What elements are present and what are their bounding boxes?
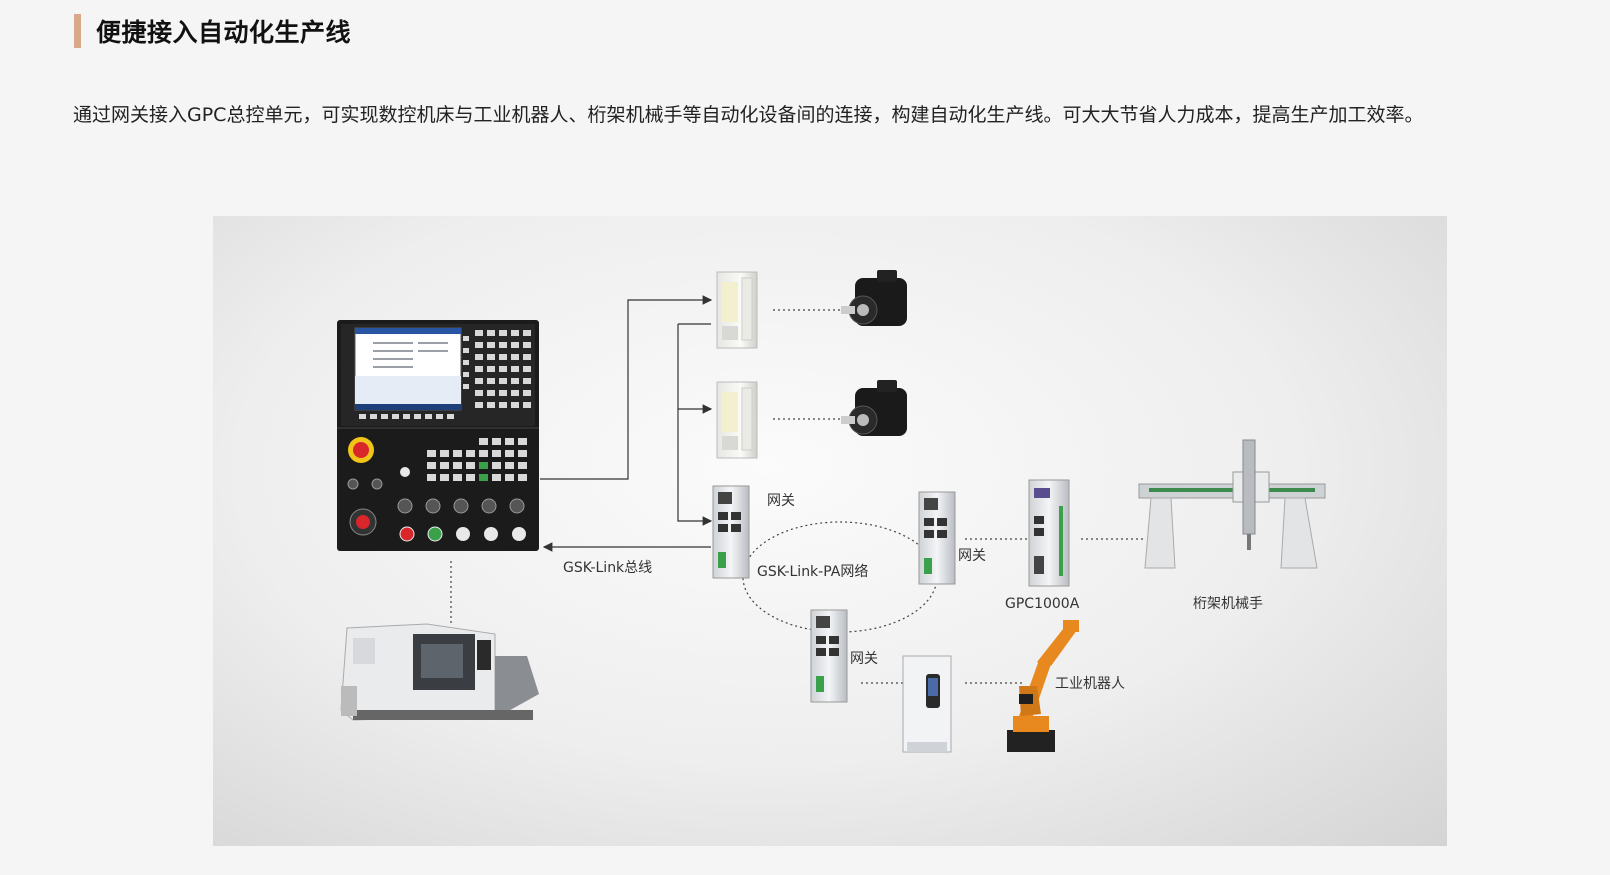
servo-drive-middle	[716, 381, 758, 459]
label-gpc1000a: GPC1000A	[1005, 596, 1080, 612]
section-title: 便捷接入自动化生产线	[96, 18, 352, 47]
industrial-robot	[1007, 620, 1079, 752]
gateway-top	[712, 485, 750, 579]
label-gantry-manipulator: 桁架机械手	[1193, 596, 1263, 612]
servo-drive-top	[716, 271, 758, 349]
gateway-bottom	[810, 609, 848, 703]
label-gsk-link-bus: GSK-Link总线	[563, 560, 652, 576]
label-gateway-top: 网关	[767, 493, 795, 509]
title-accent-bar	[74, 14, 81, 48]
label-gsk-link-pa: GSK-Link-PA网络	[757, 564, 868, 580]
connection-lines	[540, 295, 713, 552]
section-header: 便捷接入自动化生产线	[74, 14, 351, 48]
gateway-right	[918, 491, 956, 585]
section-description: 通过网关接入GPC总控单元，可实现数控机床与工业机器人、桁架机械手等自动化设备间…	[73, 104, 1424, 126]
automation-line-diagram: 网关 网关 网关 GSK-Link总线 GSK-Link-PA网络 GPC100…	[213, 216, 1447, 846]
label-industrial-robot: 工业机器人	[1055, 676, 1125, 692]
servo-motor-top	[841, 270, 907, 326]
robot-controller-cabinet	[902, 655, 952, 753]
gpc1000a-unit	[1028, 479, 1070, 587]
label-gateway-right: 网关	[958, 548, 986, 564]
servo-motor-middle	[841, 380, 907, 436]
gantry-manipulator	[1138, 439, 1326, 569]
label-gateway-bottom: 网关	[850, 651, 878, 667]
cnc-controller	[337, 320, 539, 551]
cnc-lathe-machine	[340, 623, 539, 721]
